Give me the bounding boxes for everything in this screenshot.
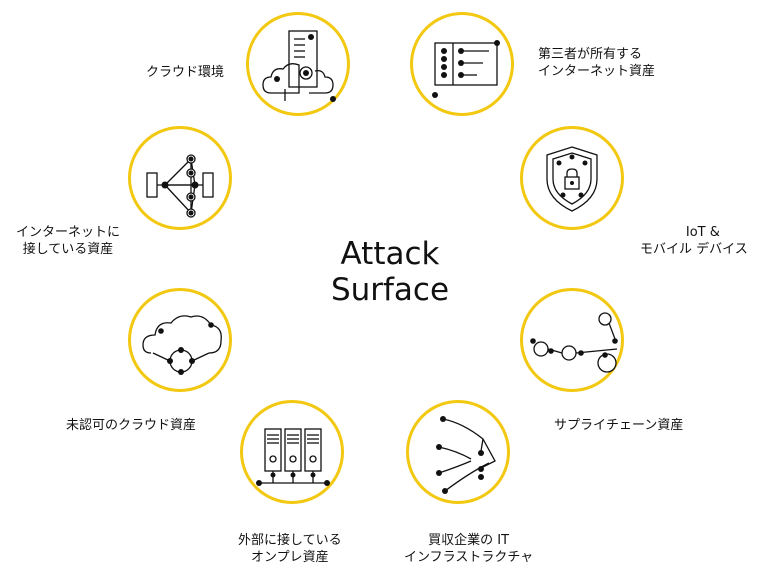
unauthorized-cloud-node bbox=[128, 288, 232, 392]
third-party-label-line1: 第三者が所有する bbox=[538, 47, 643, 62]
attack-surface-title: Attack Surface bbox=[300, 236, 480, 308]
converging-arrow-icon bbox=[436, 416, 496, 494]
cloud-network-icon bbox=[142, 315, 222, 375]
internet-facing-node bbox=[128, 126, 232, 230]
iot-label-line1: IoT & bbox=[685, 225, 720, 240]
internet-facing-label: インターネットに 接している資産 bbox=[16, 224, 120, 258]
on-prem-label: 外部に接している オンプレ資産 bbox=[238, 532, 342, 566]
supply-chain-label: サプライチェーン資産 bbox=[554, 418, 684, 433]
document-list-icon bbox=[432, 40, 500, 98]
on-prem-node bbox=[240, 400, 344, 504]
it-infra-node bbox=[406, 400, 510, 504]
network-graph-icon bbox=[146, 154, 214, 218]
it-infra-label: 買収企業の IT インフラストラクチャ bbox=[404, 532, 533, 566]
on-prem-label-line2: オンプレ資産 bbox=[251, 550, 329, 565]
unauthorized-cloud-label: 未認可のクラウド資産 bbox=[66, 418, 197, 433]
cloud-label: クラウド環境 bbox=[146, 65, 225, 80]
it-infra-label-line1: 買収企業の IT bbox=[428, 533, 510, 548]
server-rack-icon bbox=[256, 428, 330, 486]
node-chain-icon bbox=[530, 312, 618, 373]
iot-label: IoT & モバイル デバイス bbox=[640, 224, 748, 258]
it-infra-label-line2: インフラストラクチャ bbox=[404, 550, 534, 565]
third-party-label-line2: インターネット資産 bbox=[538, 64, 656, 79]
internet-facing-label-line2: 接している資産 bbox=[22, 242, 114, 257]
internet-facing-label-line1: インターネットに bbox=[16, 225, 121, 240]
cloud-server-icon bbox=[262, 30, 336, 102]
title-line-2: Surface bbox=[330, 272, 450, 308]
shield-lock-icon bbox=[546, 146, 598, 212]
supply-chain-node bbox=[520, 288, 624, 392]
third-party-node bbox=[410, 12, 514, 116]
on-prem-label-line1: 外部に接している bbox=[238, 533, 342, 548]
iot-label-line2: モバイル デバイス bbox=[640, 242, 748, 257]
title-line-1: Attack bbox=[340, 236, 440, 272]
iot-node bbox=[520, 126, 624, 230]
cloud-node bbox=[246, 12, 350, 116]
third-party-label: 第三者が所有する インターネット資産 bbox=[538, 46, 655, 80]
